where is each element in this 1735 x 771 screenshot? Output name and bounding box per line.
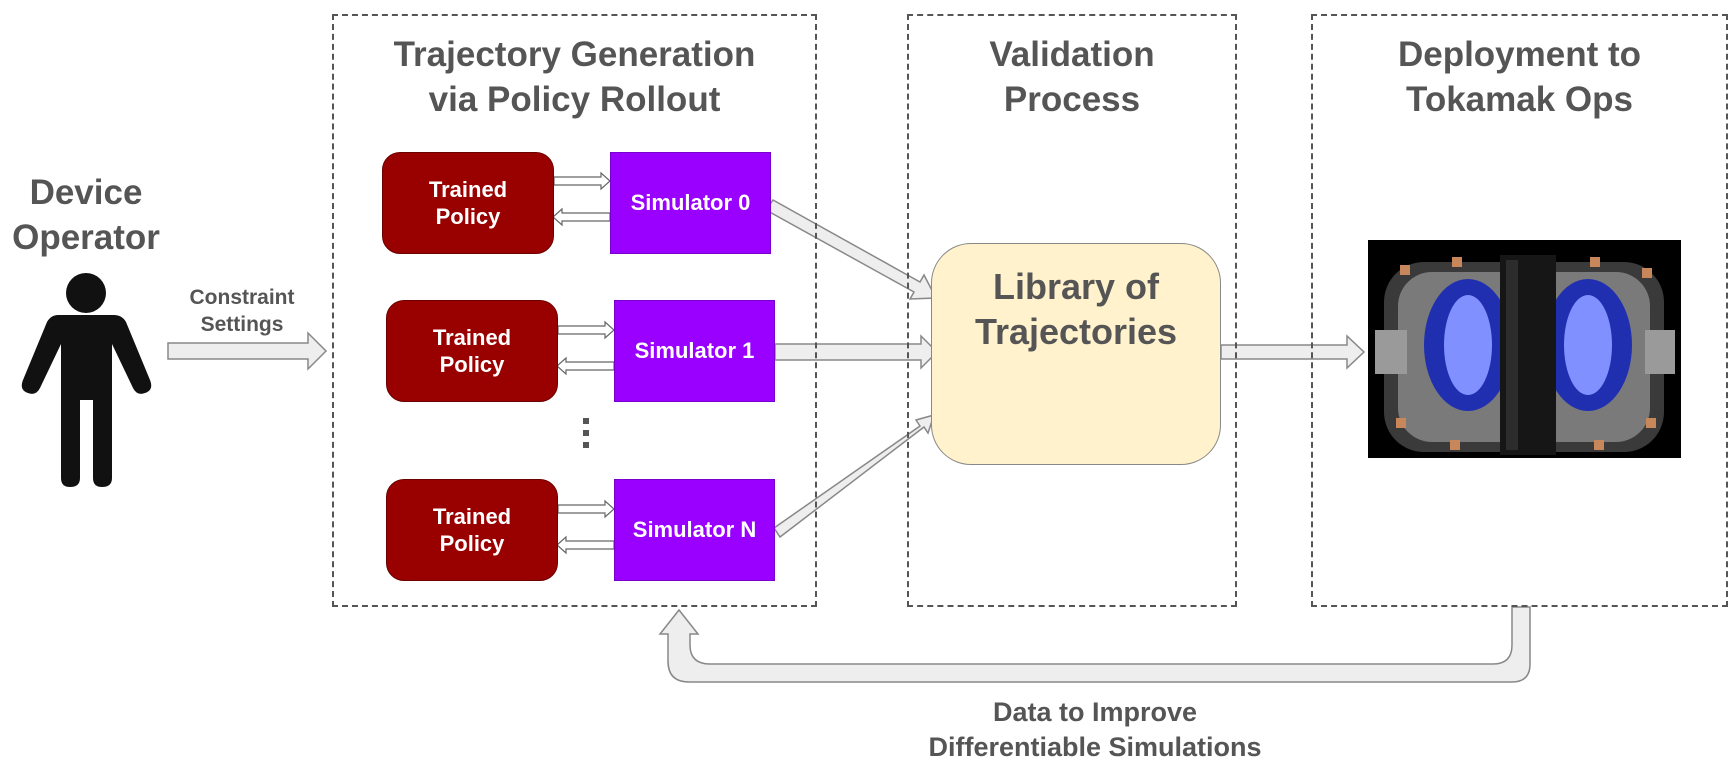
policy-0-line1: Trained (428, 177, 508, 202)
deployment-title-line1: Deployment to (1397, 35, 1642, 74)
validation-title-line2: Process (1003, 80, 1141, 119)
constraint-arrow (167, 331, 328, 371)
policy-1-line1: Trained (432, 325, 512, 350)
policy-n-line2: Policy (439, 531, 505, 556)
operator-title-line2: Operator (12, 218, 160, 257)
library-title-line1: Library of (992, 266, 1160, 307)
deployment-section (1311, 14, 1728, 607)
generation-title: Trajectory Generation via Policy Rollout (332, 32, 817, 122)
feedback-loop-arrow (658, 606, 1531, 683)
feedback-label: Data to Improve Differentiable Simulatio… (895, 695, 1295, 765)
simulator-1: Simulator 1 (614, 300, 775, 402)
person-icon (21, 273, 152, 487)
simulator-0: Simulator 0 (610, 152, 771, 254)
generation-title-line2: via Policy Rollout (428, 80, 721, 119)
tokamak-image (1368, 240, 1681, 458)
feedback-label-line1: Data to Improve (992, 697, 1198, 727)
sim0-to-library-arrow (764, 199, 938, 300)
generation-section (332, 14, 817, 607)
operator-title: Device Operator (0, 170, 172, 260)
policy-0-line2: Policy (435, 204, 501, 229)
deployment-title-line2: Tokamak Ops (1406, 80, 1633, 119)
library-title: Library of Trajectories (932, 264, 1220, 354)
trajectory-library: Library of Trajectories (931, 243, 1221, 465)
deployment-title: Deployment to Tokamak Ops (1311, 32, 1728, 122)
library-to-deployment-arrow (1220, 334, 1366, 370)
constraint-label-line2: Settings (200, 313, 284, 336)
constraint-settings-label: Constraint Settings (172, 284, 312, 338)
validation-title-line1: Validation (989, 35, 1155, 74)
generation-title-line1: Trajectory Generation (393, 35, 756, 74)
simulator-n: Simulator N (614, 479, 775, 581)
operator-title-line1: Device (29, 173, 143, 212)
policy-n-line1: Trained (432, 504, 512, 529)
validation-section (907, 14, 1237, 607)
feedback-label-line2: Differentiable Simulations (928, 732, 1262, 762)
library-title-line2: Trajectories (974, 311, 1178, 352)
ellipsis-dots (580, 418, 592, 454)
validation-title: Validation Process (907, 32, 1237, 122)
constraint-label-line1: Constraint (189, 286, 295, 309)
policy-1-line2: Policy (439, 352, 505, 377)
policy-sim-arrows (552, 171, 615, 555)
